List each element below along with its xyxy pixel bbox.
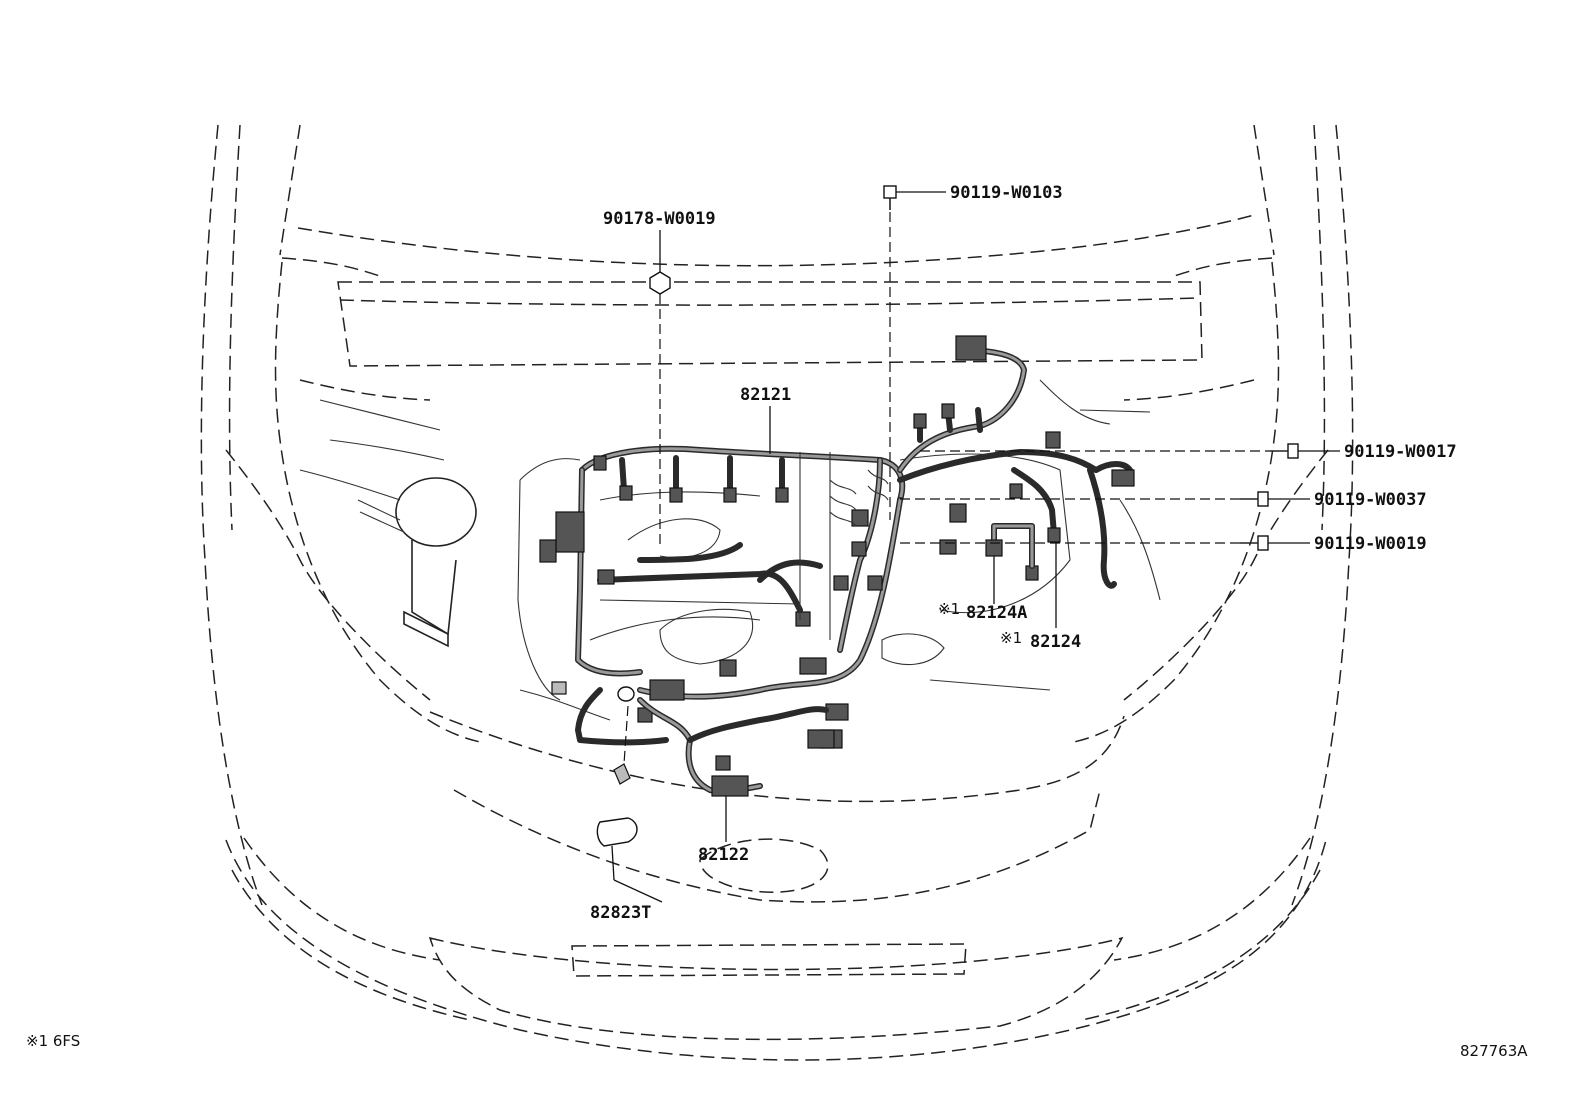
label-90119-W0037: 90119-W0037 xyxy=(1314,490,1427,510)
main-engine-harness[interactable] xyxy=(539,335,1135,749)
label-82823T: 82823T xyxy=(590,903,651,923)
protector-82823T[interactable] xyxy=(596,686,638,847)
sub-harness-82124A[interactable] xyxy=(985,523,1035,569)
label-82122: 82122 xyxy=(698,845,749,865)
mark-82124: ※1 xyxy=(1000,629,1022,647)
fasteners[interactable] xyxy=(649,185,1299,551)
label-90178-W0019: 90178-W0019 xyxy=(603,209,716,229)
mark-82124A: ※1 xyxy=(938,600,960,618)
leader-lines xyxy=(611,191,1340,903)
callouts: 90178-W0019 90119-W0103 82121 90119-W001… xyxy=(26,183,1528,1060)
label-82124: 82124 xyxy=(1030,632,1081,652)
vehicle-body-outline xyxy=(200,124,1354,1061)
illustration-id: 827763A xyxy=(1460,1042,1528,1060)
label-90119-W0103: 90119-W0103 xyxy=(950,183,1063,203)
engine-bay-components xyxy=(299,379,1161,721)
front-harness[interactable] xyxy=(575,687,835,797)
footnote: ※1 6FS xyxy=(26,1032,80,1050)
label-82121: 82121 xyxy=(740,385,791,405)
label-90119-W0017: 90119-W0017 xyxy=(1344,442,1457,462)
label-82124A: 82124A xyxy=(966,603,1027,623)
label-90119-W0019: 90119-W0019 xyxy=(1314,534,1427,554)
